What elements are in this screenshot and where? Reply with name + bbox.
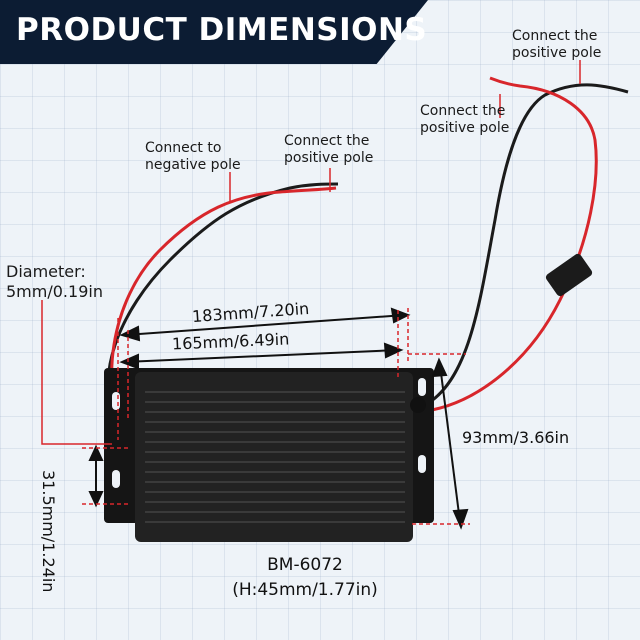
page-title: PRODUCT DIMENSIONS (16, 12, 428, 48)
mount-hole-br (418, 455, 426, 473)
label-connect-positive-mid: Connect the positive pole (420, 103, 509, 137)
label-connect-positive-top-text: Connect the positive pole (512, 28, 602, 61)
dim-length-inner (119, 342, 404, 370)
dim-extension-lines (82, 308, 470, 525)
housing-body (135, 372, 413, 542)
cable-gland-right (410, 397, 426, 413)
dim-hole-spacing (88, 444, 104, 508)
label-connect-positive-left: Connect the positive pole (284, 133, 373, 167)
label-connect-positive-mid-text: Connect the positive pole (420, 103, 510, 136)
product-height: (H:45mm/1.77in) (232, 580, 378, 600)
label-connect-positive-left-text: Connect the positive pole (284, 133, 374, 166)
diameter-pointer (41, 300, 112, 445)
label-connect-negative: Connect to negative pole (145, 140, 241, 174)
fuse-holder (545, 253, 593, 297)
label-connect-negative-text: Connect to negative pole (145, 140, 241, 173)
black-wire-left (106, 182, 339, 431)
dim-hole-spacing-label: 31.5mm/1.24in (39, 470, 58, 593)
label-connect-positive-top: Connect the positive pole (512, 28, 601, 62)
dim-width-label: 93mm/3.66in (462, 428, 570, 447)
dim-length-outer (119, 307, 411, 342)
mount-hole-tr (418, 378, 426, 396)
label-diameter: Diameter: 5mm/0.19in (6, 262, 103, 302)
mount-hole-tl (112, 392, 120, 410)
red-wire-left (110, 186, 337, 439)
label-diameter-text: Diameter: 5mm/0.19in (6, 262, 103, 301)
black-wire-right (424, 83, 629, 407)
title-banner (0, 0, 428, 64)
red-wire-right (431, 76, 598, 412)
cooling-fins (145, 391, 405, 523)
mount-hole-bl (112, 470, 120, 488)
dim-width (431, 357, 469, 530)
model-number: BM-6072 (267, 555, 343, 575)
